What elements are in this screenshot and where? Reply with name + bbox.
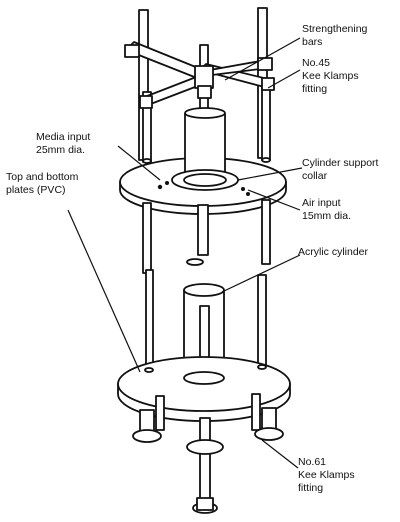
leader-lines [67,37,303,469]
feet [132,407,284,514]
label-bottom-fitting: No.61 Kee Klamps fitting [298,456,358,494]
label-strengthening-bars: Strengthening bars [302,23,370,48]
rod-front-right-upper [261,81,271,161]
label-top-fitting: No.45 Kee Klamps fitting [302,57,362,95]
strengthening-bars [124,41,275,109]
label-air-input: Air input 15mm dia. [302,197,351,222]
upper-frame [124,7,275,163]
label-media-input: Media input 25mm dia. [36,131,93,156]
labels: Strengthening bars No.45 Kee Klamps fitt… [6,23,381,494]
label-acrylic-cylinder: Acrylic cylinder [298,246,369,258]
label-top-bottom-plates: Top and bottom plates (PVC) [6,171,81,196]
bottom-plate [117,356,291,431]
inner-cylinder-upper [171,107,239,191]
label-support-collar: Cylinder support collar [302,157,381,182]
